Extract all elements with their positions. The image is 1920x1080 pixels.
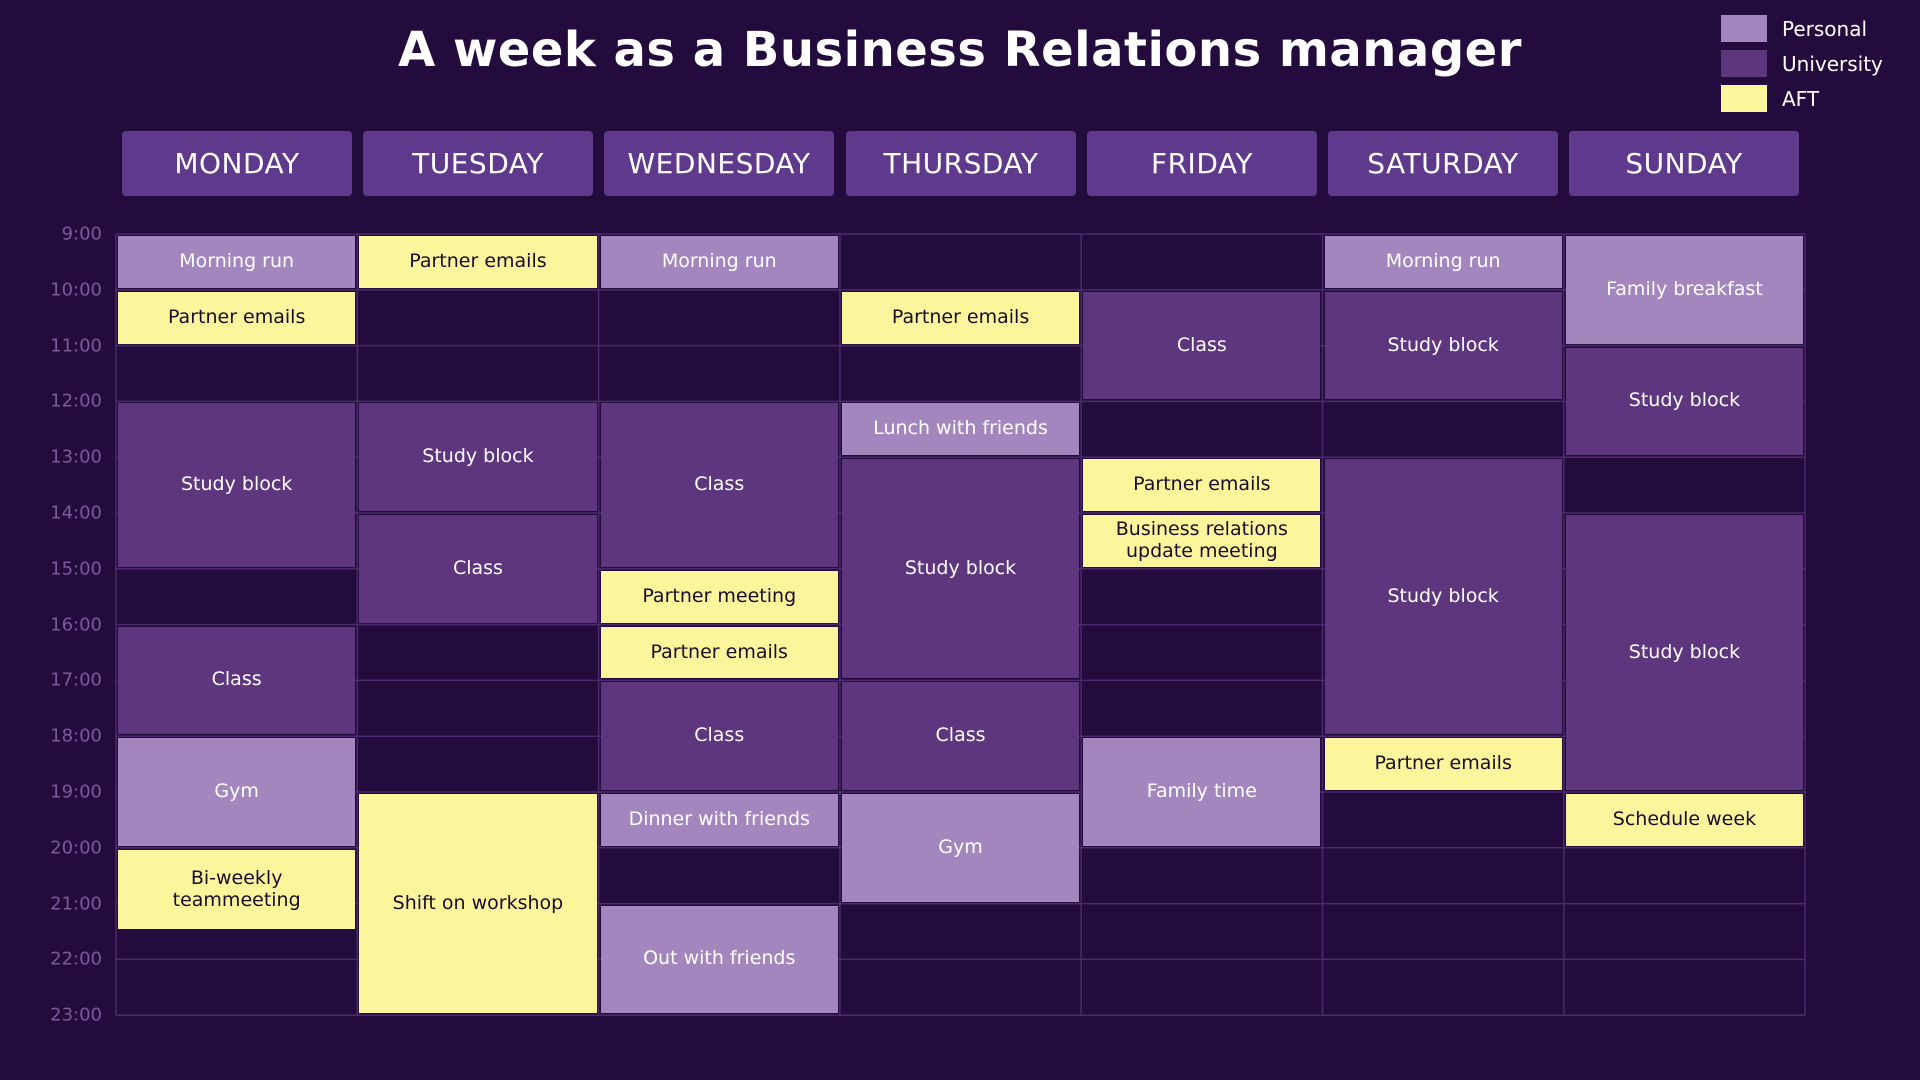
day-header-saturday: SATURDAY	[1328, 131, 1558, 196]
legend-label-personal: Personal	[1782, 17, 1868, 41]
event-aft: Partner emails	[1324, 738, 1562, 790]
day-header-monday: MONDAY	[122, 131, 352, 196]
day-header-wednesday: WEDNESDAY	[604, 131, 834, 196]
time-label: 9:00	[61, 223, 102, 245]
event-personal: Lunch with friends	[841, 403, 1080, 456]
event-personal: Morning run	[1324, 236, 1562, 288]
legend-label-university: University	[1782, 52, 1883, 76]
event-aft: Partner meeting	[600, 570, 838, 623]
event-aft: Shift on workshop	[359, 794, 597, 1014]
event-university: Class	[1083, 291, 1321, 400]
event-university: Study block	[118, 403, 356, 567]
event-personal: Morning run	[600, 236, 838, 288]
event-personal: Gym	[841, 794, 1080, 902]
event-personal: Dinner with friends	[600, 794, 838, 846]
event-aft: Schedule week	[1565, 794, 1804, 846]
time-label: 20:00	[50, 837, 102, 859]
event-aft: Partner emails	[841, 291, 1080, 344]
day-header-tuesday: TUESDAY	[363, 131, 593, 196]
event-personal: Gym	[118, 738, 356, 846]
event-university: Class	[600, 682, 838, 790]
event-university: Class	[359, 515, 597, 623]
event-university: Class	[600, 403, 838, 567]
event-aft: Partner emails	[600, 626, 838, 679]
event-university: Study block	[1324, 291, 1562, 400]
time-label: 13:00	[50, 446, 102, 468]
time-label: 12:00	[50, 390, 102, 412]
time-label: 11:00	[50, 335, 102, 357]
event-university: Study block	[1565, 347, 1804, 456]
event-personal: Family breakfast	[1565, 236, 1804, 344]
time-label: 14:00	[50, 502, 102, 524]
time-label: 23:00	[50, 1004, 102, 1026]
event-university: Study block	[1565, 515, 1804, 790]
day-header-sunday: SUNDAY	[1569, 131, 1799, 196]
event-personal: Family time	[1083, 738, 1321, 846]
time-label: 22:00	[50, 948, 102, 970]
legend-swatch-personal	[1721, 15, 1767, 42]
page-title: A week as a Business Relations manager	[398, 22, 1522, 78]
time-label: 18:00	[50, 725, 102, 747]
event-personal: Out with friends	[600, 905, 838, 1014]
event-university: Study block	[1324, 459, 1562, 735]
time-label: 16:00	[50, 614, 102, 636]
event-aft: Partner emails	[359, 236, 597, 288]
time-label: 15:00	[50, 558, 102, 580]
event-aft: Partner emails	[118, 291, 356, 344]
time-label: 17:00	[50, 669, 102, 691]
event-aft: Partner emails	[1083, 459, 1321, 511]
legend-swatch-aft	[1721, 85, 1767, 112]
day-header-friday: FRIDAY	[1087, 131, 1317, 196]
legend-label-aft: AFT	[1782, 87, 1820, 111]
event-personal: Morning run	[118, 236, 356, 288]
event-university: Class	[118, 626, 356, 735]
time-label: 10:00	[50, 279, 102, 301]
time-label: 19:00	[50, 781, 102, 803]
legend-swatch-university	[1721, 50, 1767, 77]
time-label: 21:00	[50, 893, 102, 915]
event-university: Class	[841, 682, 1080, 790]
event-university: Study block	[359, 403, 597, 511]
event-university: Study block	[841, 459, 1080, 679]
day-header-thursday: THURSDAY	[846, 131, 1076, 196]
